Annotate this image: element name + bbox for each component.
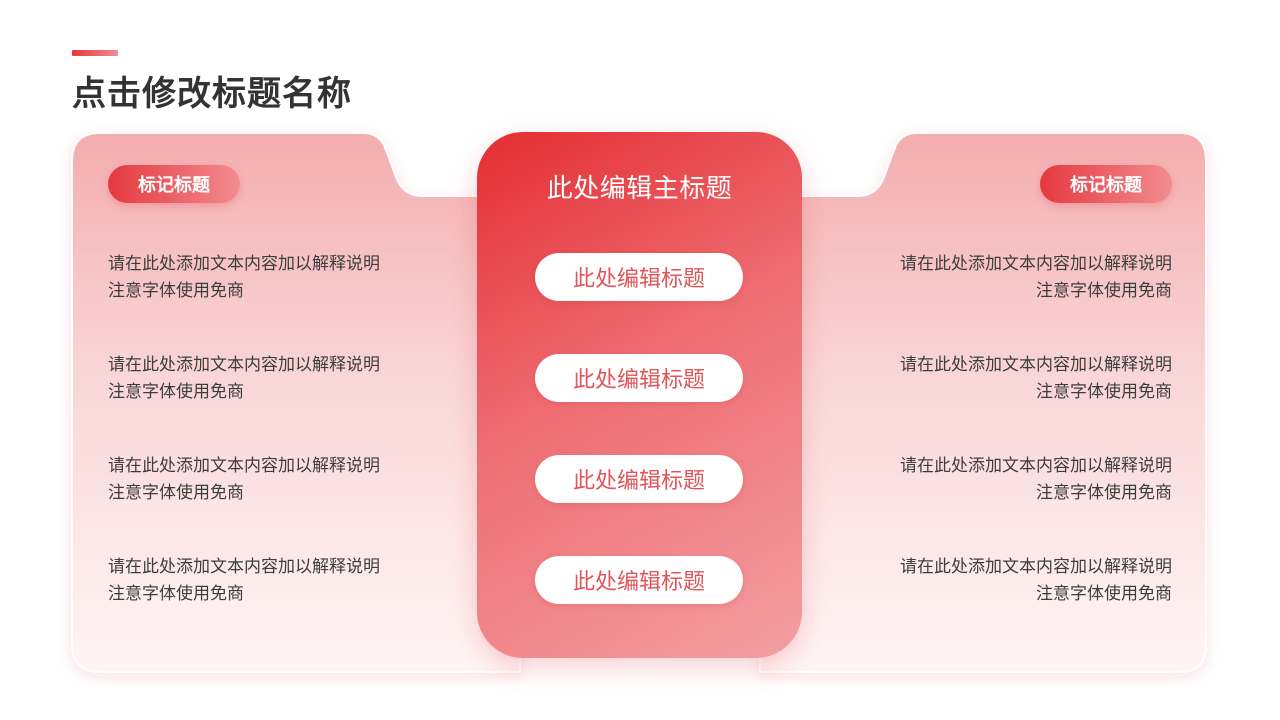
center-title[interactable]: 此处编辑主标题 [546,174,733,204]
center-card: 此处编辑主标题 此处编辑标题 此处编辑标题 此处编辑标题 此处编辑标题 [477,132,802,658]
left-tag[interactable]: 标记标题 [108,165,240,203]
center-pill-3[interactable]: 此处编辑标题 [535,455,743,503]
left-text-item[interactable]: 请在此处添加文本内容加以解释说明 注意字体使用免商 [108,554,428,608]
page-title[interactable]: 点击修改标题名称 [72,74,352,114]
right-text-item[interactable]: 请在此处添加文本内容加以解释说明 注意字体使用免商 [852,453,1172,507]
text-line: 注意字体使用免商 [1036,382,1172,402]
right-text-item[interactable]: 请在此处添加文本内容加以解释说明 注意字体使用免商 [852,352,1172,406]
text-line: 请在此处添加文本内容加以解释说明 [900,557,1172,577]
right-tag[interactable]: 标记标题 [1040,165,1172,203]
left-text-item[interactable]: 请在此处添加文本内容加以解释说明 注意字体使用免商 [108,352,428,406]
center-pill-2[interactable]: 此处编辑标题 [535,354,743,402]
text-line: 请在此处添加文本内容加以解释说明 [900,456,1172,476]
right-text-item[interactable]: 请在此处添加文本内容加以解释说明 注意字体使用免商 [852,554,1172,608]
text-line: 请在此处添加文本内容加以解释说明 [900,254,1172,274]
left-text-item[interactable]: 请在此处添加文本内容加以解释说明 注意字体使用免商 [108,251,428,305]
text-line: 请在此处添加文本内容加以解释说明 [108,557,380,577]
text-line: 请在此处添加文本内容加以解释说明 [108,456,380,476]
left-text-item[interactable]: 请在此处添加文本内容加以解释说明 注意字体使用免商 [108,453,428,507]
text-line: 注意字体使用免商 [1036,281,1172,301]
center-pill-4[interactable]: 此处编辑标题 [535,556,743,604]
text-line: 注意字体使用免商 [108,584,244,604]
text-line: 请在此处添加文本内容加以解释说明 [108,355,380,375]
text-line: 注意字体使用免商 [1036,584,1172,604]
center-pill-1[interactable]: 此处编辑标题 [535,253,743,301]
title-accent-bar [72,50,118,56]
right-text-item[interactable]: 请在此处添加文本内容加以解释说明 注意字体使用免商 [852,251,1172,305]
text-line: 注意字体使用免商 [108,281,244,301]
text-line: 注意字体使用免商 [108,483,244,503]
text-line: 请在此处添加文本内容加以解释说明 [900,355,1172,375]
text-line: 注意字体使用免商 [108,382,244,402]
text-line: 请在此处添加文本内容加以解释说明 [108,254,380,274]
text-line: 注意字体使用免商 [1036,483,1172,503]
